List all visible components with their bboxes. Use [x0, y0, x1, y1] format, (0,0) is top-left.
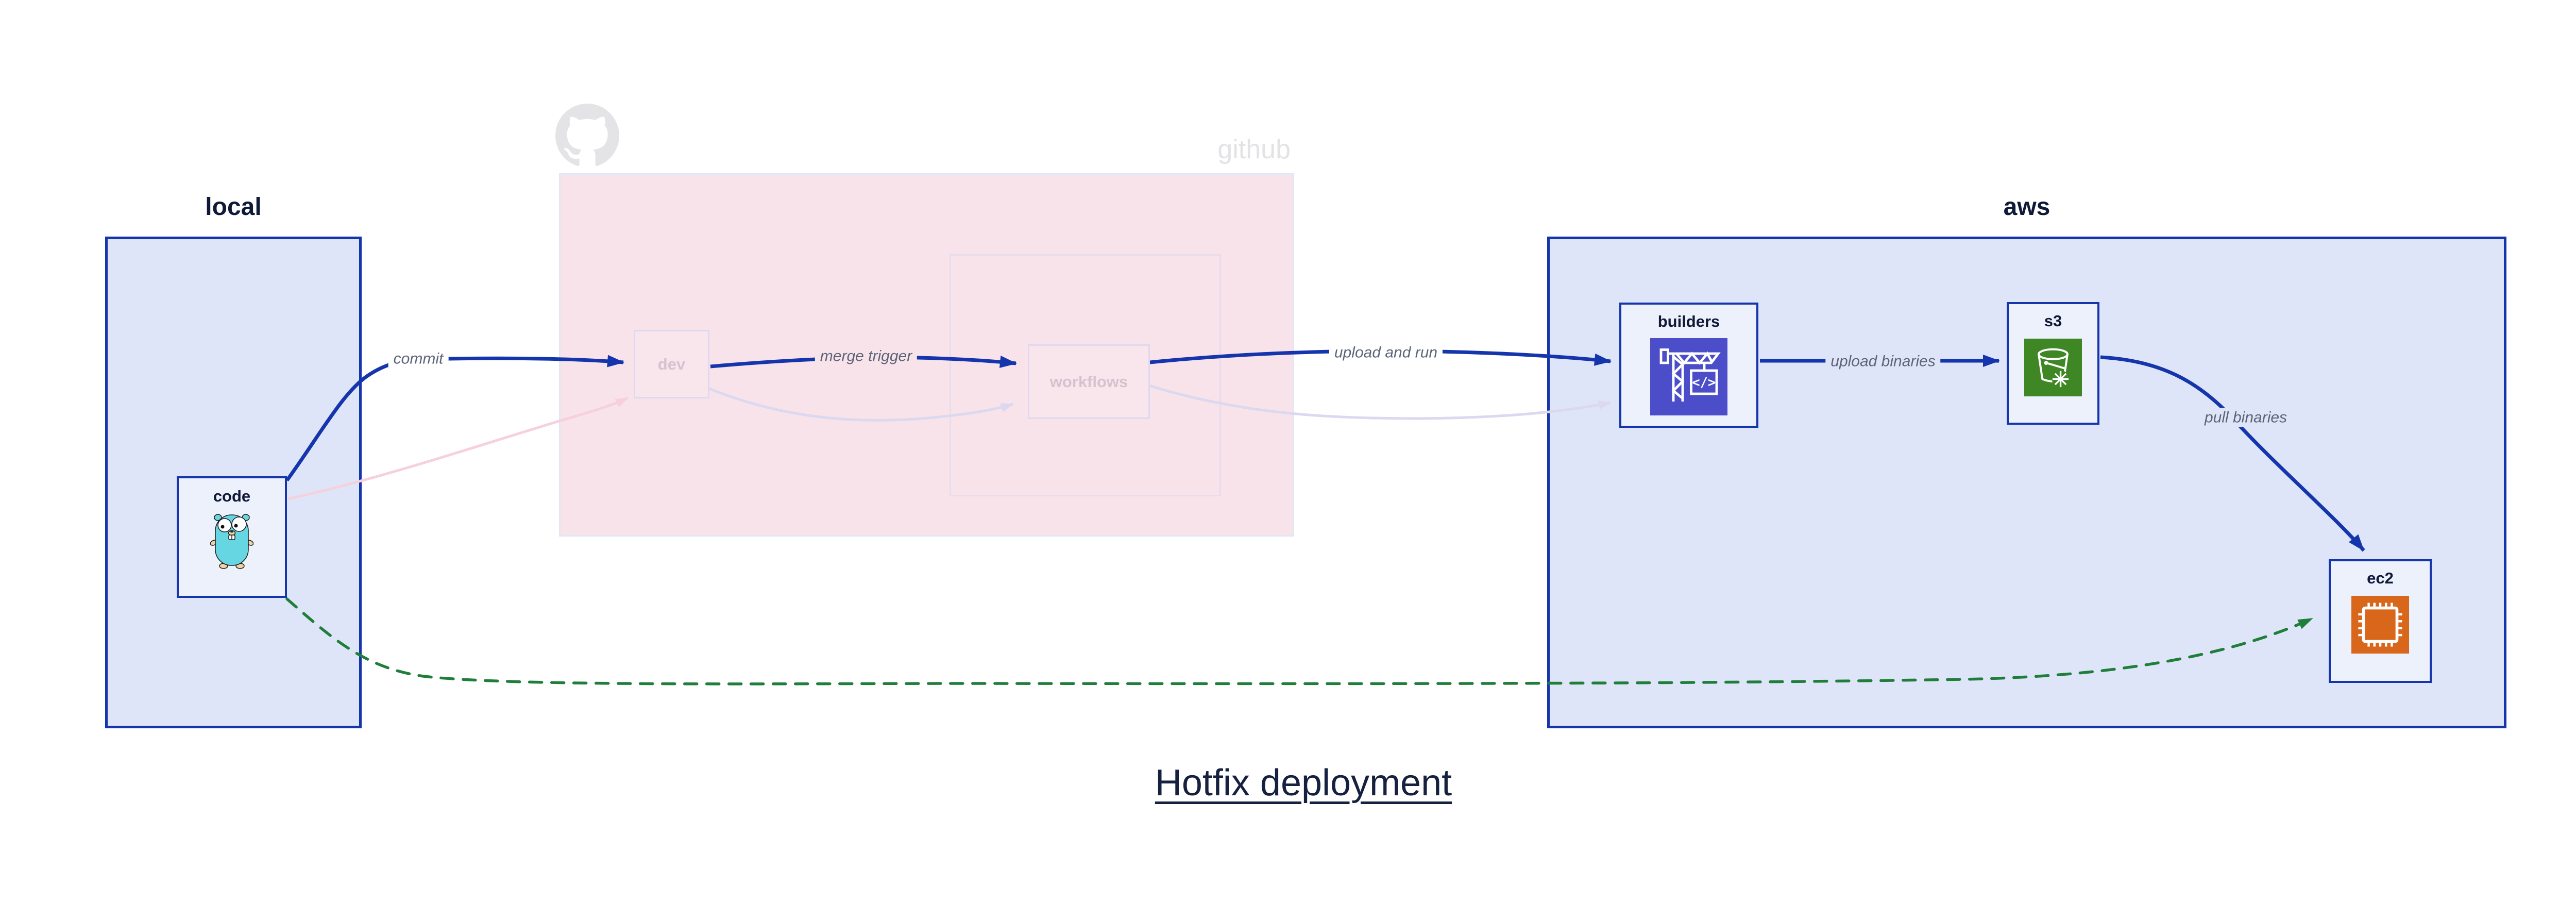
edge-dev-to-workflows-faded: [709, 387, 1014, 422]
node-dev: dev: [634, 330, 709, 398]
github-group-label: github: [1217, 135, 1291, 164]
edge-commit-line: [285, 355, 624, 482]
edge-label-pull-binaries: pull binaries: [2199, 408, 2293, 427]
diagram-title: Hotfix deployment: [1155, 762, 1452, 804]
edge-label-merge-trigger: merge trigger: [815, 346, 918, 366]
edge-workflows-to-builders-faded: [1148, 384, 1612, 420]
node-code: code: [177, 476, 287, 598]
ec2-node-label: ec2: [2367, 569, 2394, 587]
node-builders: builders </>: [1619, 303, 1758, 428]
node-workflows: workflows: [1028, 344, 1150, 419]
ec2-chip-icon: [2351, 596, 2409, 654]
svg-text:</>: </>: [1692, 375, 1716, 391]
aws-group-label: aws: [2003, 193, 2050, 221]
dev-node-label: dev: [657, 355, 686, 373]
builders-node-label: builders: [1657, 312, 1720, 330]
edge-label-upload-binaries: upload binaries: [1825, 352, 1941, 371]
edge-label-commit: commit: [388, 349, 449, 369]
local-group-label: local: [205, 193, 262, 221]
master-branch-box: [950, 254, 1221, 496]
code-node-label: code: [213, 487, 251, 505]
edge-label-upload-and-run: upload and run: [1329, 343, 1443, 362]
go-gopher-icon: [210, 514, 253, 569]
edge-code-to-dev-faded: [287, 396, 629, 500]
node-s3: s3: [2007, 302, 2099, 425]
s3-node-label: s3: [2044, 312, 2062, 330]
workflows-node-label: workflows: [1049, 372, 1128, 391]
codebuild-crane-icon: </>: [1650, 338, 1727, 416]
github-octocat-icon: [555, 104, 619, 166]
s3-glacier-bucket-icon: [2024, 339, 2082, 397]
node-ec2: ec2: [2329, 559, 2432, 683]
edge-pull-binaries-line: [2100, 355, 2365, 552]
edge-hotfix-dashed-line: [285, 597, 2314, 686]
